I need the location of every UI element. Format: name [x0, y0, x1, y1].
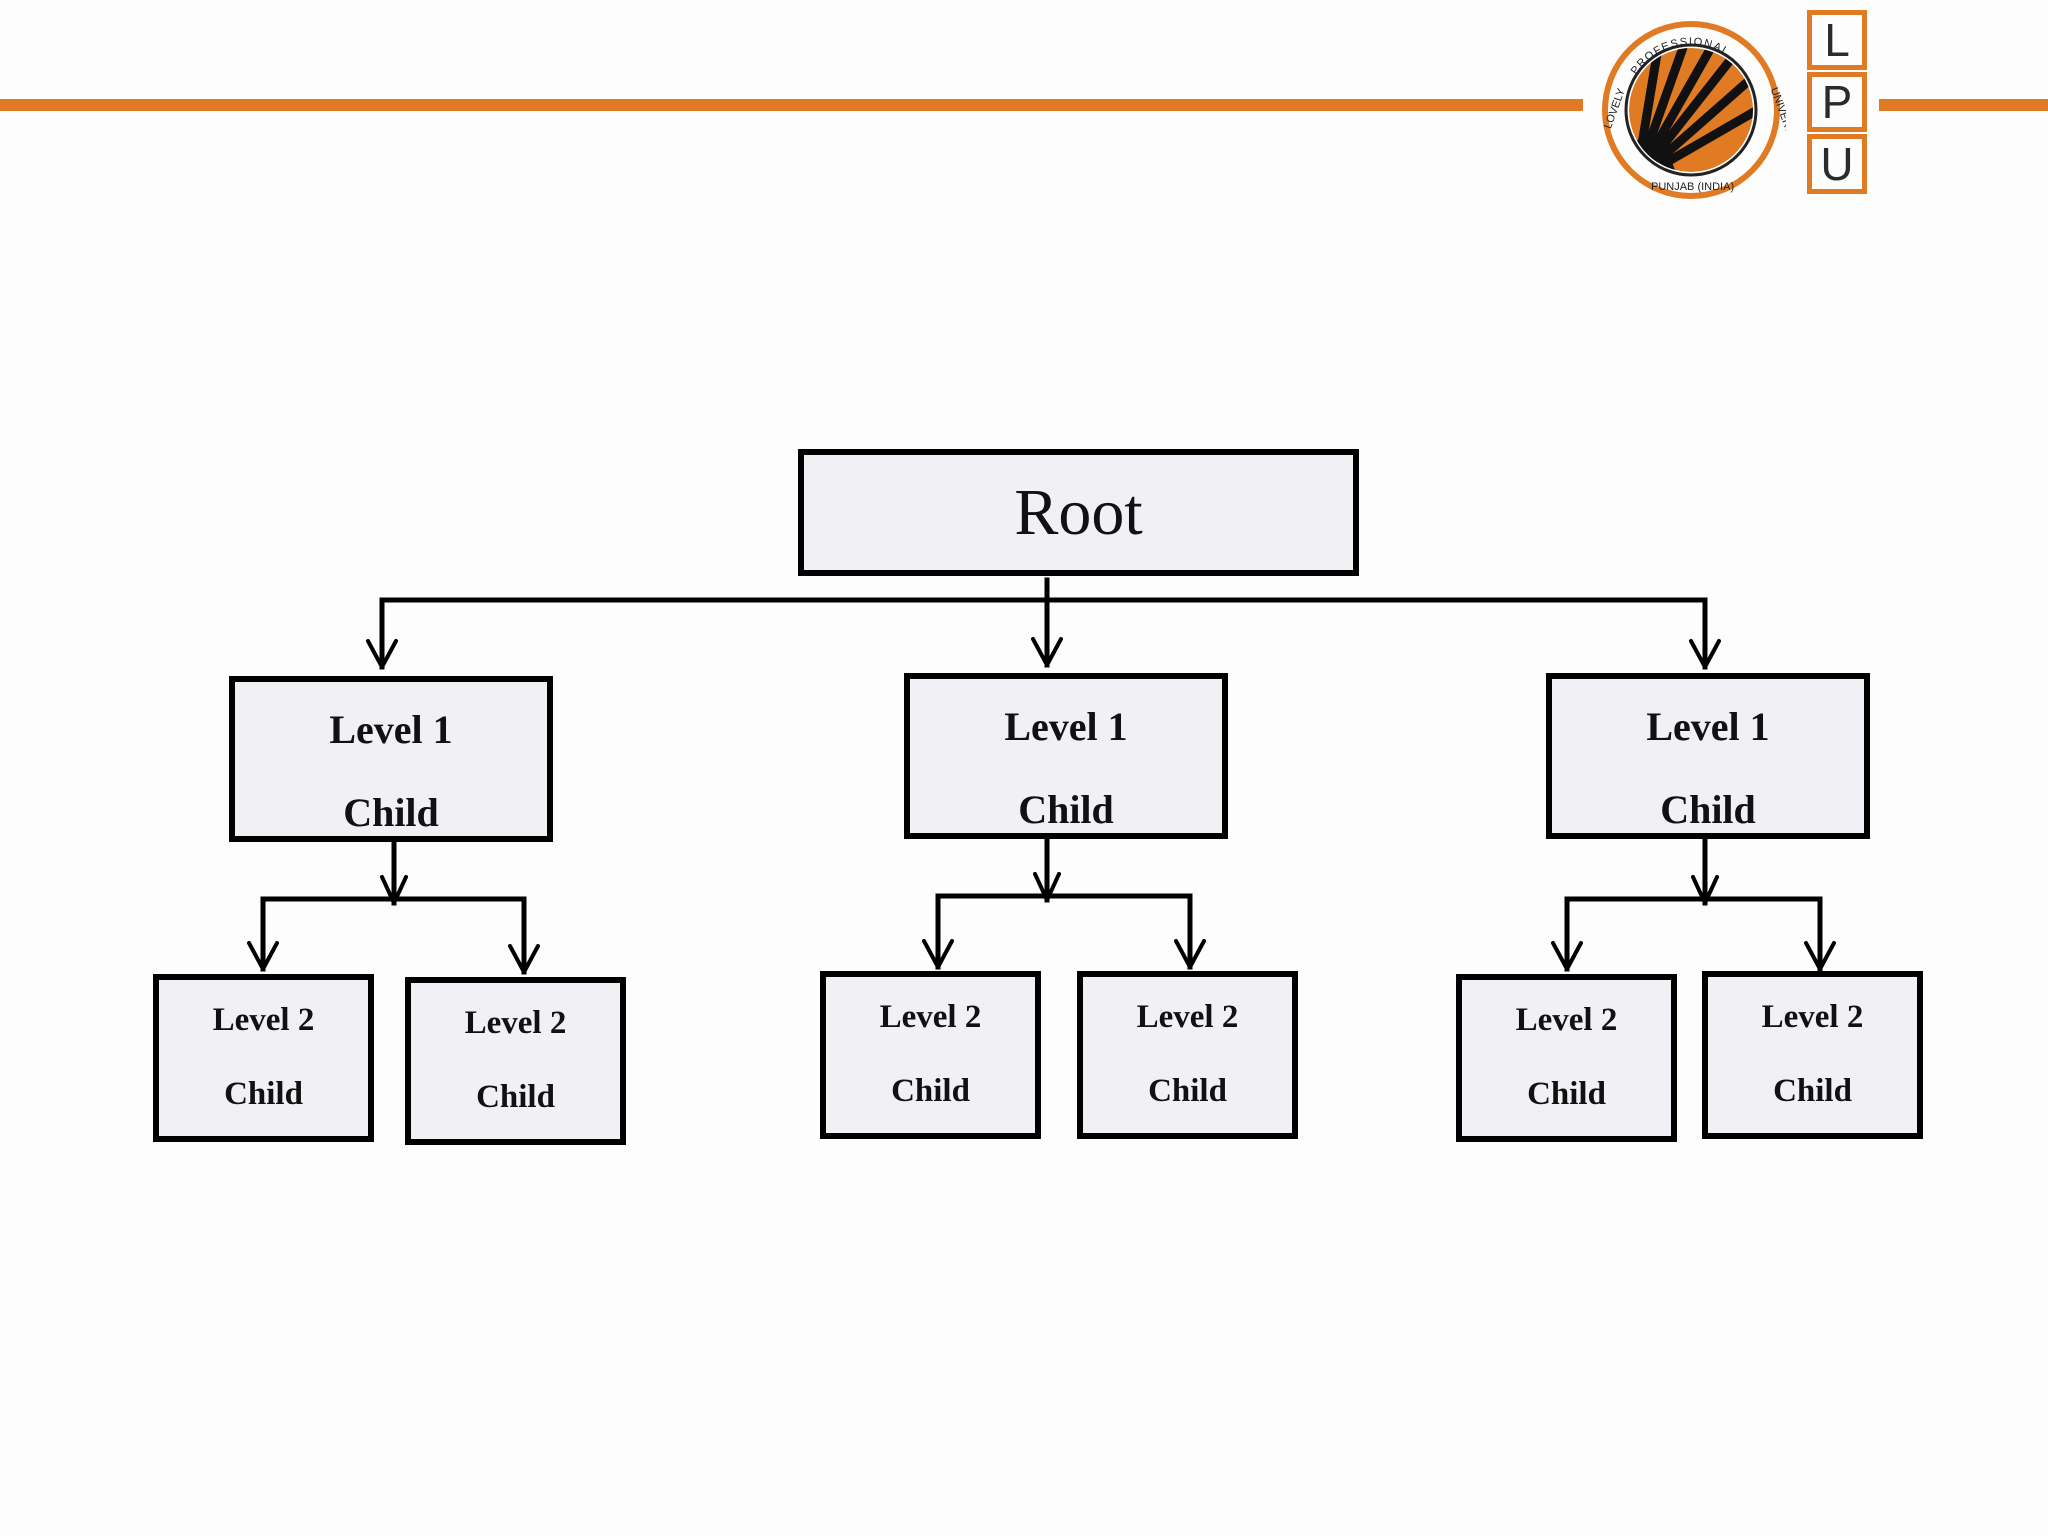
level1-node-c: Level 1 Child: [1546, 673, 1870, 839]
node-label-line2: Child: [476, 1079, 555, 1115]
level2-node-a1: Level 2 Child: [153, 974, 374, 1142]
node-label-line2: Child: [891, 1073, 970, 1109]
node-label-line2: Child: [1018, 787, 1114, 832]
arrowhead-level1-c: [1689, 639, 1721, 669]
node-label-line2: Child: [1773, 1073, 1852, 1109]
root-node-label: Root: [1014, 476, 1143, 549]
node-label-line2: Child: [1527, 1076, 1606, 1112]
node-label-line2: Child: [1660, 787, 1756, 832]
level2-node-c2: Level 2 Child: [1702, 971, 1923, 1139]
arrowhead-level2-a2: [508, 944, 540, 974]
arrowhead-level1-a: [366, 639, 398, 669]
root-node: Root: [798, 449, 1359, 576]
arrowhead-level2-b2: [1174, 939, 1206, 969]
logo-letter-u: U: [1807, 134, 1867, 194]
node-label-line1: Level 2: [1515, 1002, 1618, 1038]
svg-text:PUNJAB (INDIA): PUNJAB (INDIA): [1651, 181, 1734, 193]
node-label-line1: Level 1: [329, 707, 453, 752]
node-label-line1: Level 2: [464, 1005, 567, 1041]
logo-letter-l: L: [1807, 10, 1867, 70]
node-label-line1: Level 1: [1004, 704, 1128, 749]
header-rule-right: [1879, 99, 2048, 111]
level1-node-b: Level 1 Child: [904, 673, 1228, 839]
logo-letter-p: P: [1807, 72, 1867, 132]
node-label-line1: Level 1: [1646, 704, 1770, 749]
arrowhead-level2-c2: [1804, 941, 1836, 971]
level2-node-b2: Level 2 Child: [1077, 971, 1298, 1139]
level2-node-a2: Level 2 Child: [405, 977, 626, 1145]
arrowhead-level1-b-stem: [1033, 872, 1061, 902]
level2-node-b1: Level 2 Child: [820, 971, 1041, 1139]
level2-node-c1: Level 2 Child: [1456, 974, 1677, 1142]
arrowhead-level1-c-stem: [1691, 875, 1719, 905]
arrowhead-level1-b: [1031, 637, 1063, 667]
node-label-line1: Level 2: [1136, 999, 1239, 1035]
arrowhead-level2-b1: [922, 939, 954, 969]
header-rule-left: [0, 99, 1583, 111]
arrowhead-level2-a1: [247, 941, 279, 971]
node-label-line2: Child: [1148, 1073, 1227, 1109]
node-label-line2: Child: [224, 1076, 303, 1112]
arrowhead-level1-a-stem: [380, 875, 408, 905]
node-label-line1: Level 2: [879, 999, 982, 1035]
university-seal-logo: PROFESSIONAL LOVELY UNIVERSITY PUNJAB (I…: [1602, 21, 1786, 199]
node-label-line2: Child: [343, 790, 439, 835]
node-label-line1: Level 2: [212, 1002, 315, 1038]
node-label-line1: Level 2: [1761, 999, 1864, 1035]
level1-node-a: Level 1 Child: [229, 676, 553, 842]
arrowhead-level2-c1: [1551, 941, 1583, 971]
